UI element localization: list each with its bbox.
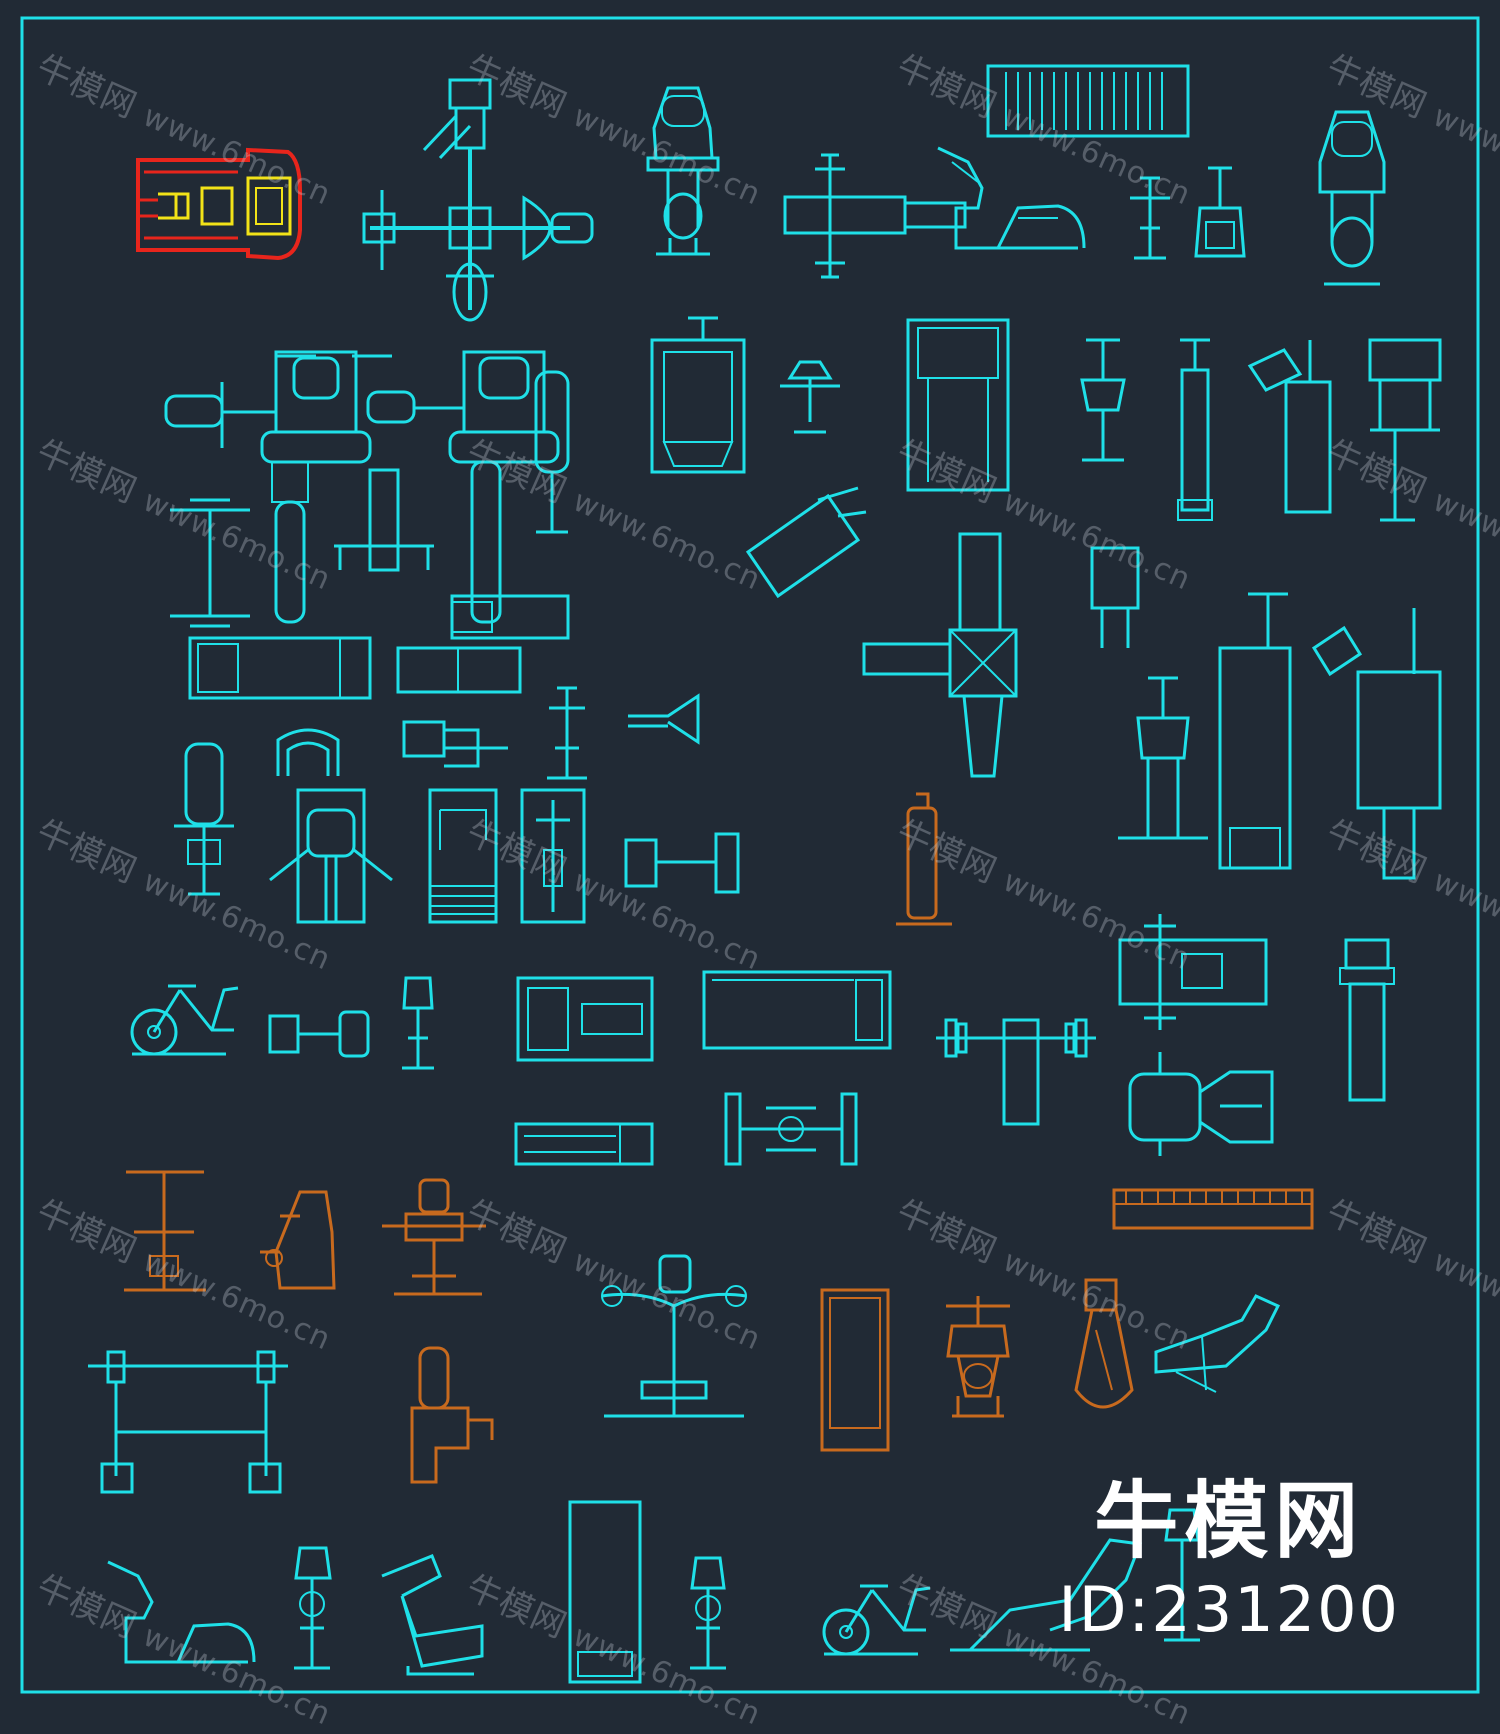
orange-leg-curl [410,1346,494,1484]
chest-press-a [164,350,392,624]
dumbbell-press-small [268,1010,370,1058]
elliptical-side-a [937,146,1086,250]
rack-panel-a [428,788,498,924]
brand-block: 牛模网 ID:231200 [1058,1479,1400,1641]
small-upright-f [402,976,434,1070]
rack-frame [650,316,746,474]
treadmill-top-red [136,147,302,261]
weight-bench-cross [783,153,967,279]
cylinder-bench [1339,938,1395,1102]
arch-frame [276,728,340,776]
hip-machine-cyan [601,1254,747,1418]
squat-rack-top [88,1350,288,1494]
seat-upright-e [174,742,234,896]
upright-slim-a [294,1546,332,1670]
orange-statue-machine [946,1296,1010,1418]
elliptical-large [950,1538,1143,1652]
orange-chair-machine [382,1178,486,1296]
cable-rack-top [986,64,1190,138]
multi-gym-frame [906,318,1010,492]
treadmill-top-cyan [702,970,892,1050]
leg-machine-top [1128,1052,1274,1156]
dumbbell-machine [624,832,740,894]
plate-tree [170,498,250,628]
small-stations-pair [1130,166,1246,260]
brand-name: 牛模网 [1094,1472,1365,1570]
exercise-bike-small [130,984,240,1056]
model-id: ID:231200 [1058,1573,1400,1646]
upright-machine-b [1318,110,1386,286]
flat-bench-upright [334,468,434,572]
chest-press-b [366,350,570,624]
leg-press-side [381,1554,484,1676]
tall-press-group [1090,546,1292,870]
elliptical-side-b [107,1560,256,1664]
barbell-bench [934,1018,1098,1126]
small-upright-d [547,686,587,780]
drawing-border [20,16,1480,1694]
multi-station-cross [362,78,594,322]
bench-stack [396,594,570,768]
four-way-station [862,532,1018,778]
short-bench [514,1122,654,1166]
upright-machine-a [646,86,720,256]
small-station-c [780,360,840,434]
post-small [896,792,952,926]
cable-posts-group [1080,338,1442,522]
fly-machine-top [269,788,393,924]
lat-bench-right [1118,914,1268,1030]
orange-lever-machine [1074,1278,1134,1409]
leg-press-cyan [1154,1294,1281,1393]
orange-dumbbell-rack [1112,1188,1314,1230]
tall-cabinet-cyan [568,1500,642,1684]
double-bench [516,976,654,1062]
orange-tall-cabinet [820,1288,890,1452]
horn-machine [628,693,700,745]
upright-slim-c [1164,1508,1200,1642]
orange-seat-machine [260,1190,336,1290]
incline-bench-diag [745,486,867,599]
cable-crossover [724,1092,858,1166]
rack-panel-b [520,788,586,924]
tall-press-h [1311,608,1442,880]
flat-bench-long [188,636,372,700]
upright-slim-b [690,1556,726,1670]
orange-bench-tee [124,1170,206,1292]
